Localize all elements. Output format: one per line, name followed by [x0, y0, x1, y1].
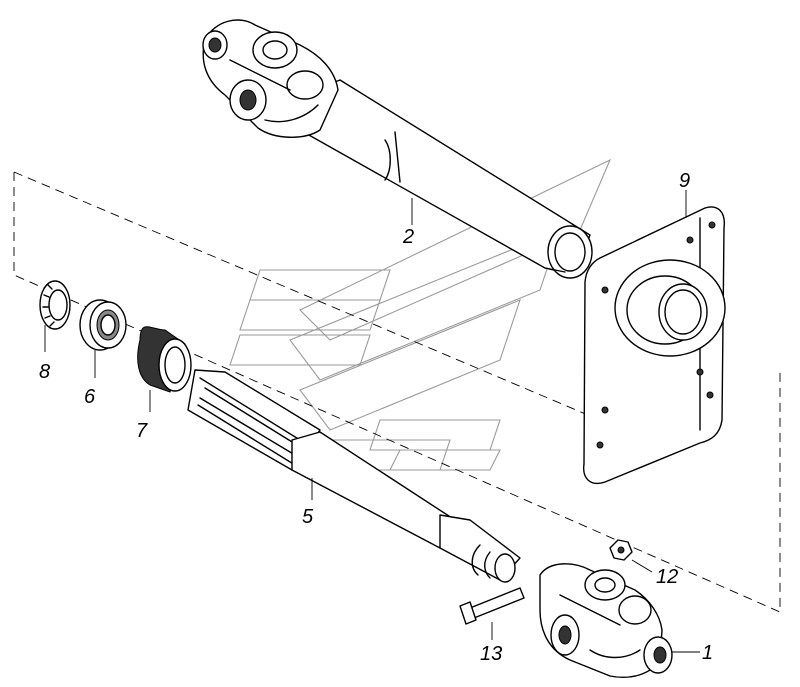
part-7-lock-washer: [39, 280, 71, 330]
callout-13: 13: [480, 643, 502, 665]
part-2-intermediate-shaft: [202, 19, 593, 279]
callout-9: 9: [679, 170, 690, 192]
callout-2: 2: [402, 226, 414, 248]
callout-12: 12: [656, 566, 678, 588]
assembly-boundary-dashed: [13, 172, 781, 613]
callout-labels: 2 9 8 6 7 5 12 13 1: [39, 170, 713, 665]
callout-5: 5: [302, 506, 314, 528]
leader-lines: [44, 190, 700, 653]
part-12-nut: [609, 539, 633, 561]
part-1-cardan-joint: [539, 563, 673, 678]
callout-8: 7: [136, 420, 148, 442]
part-9-flange-plate: [583, 206, 726, 484]
part-8-sleeve: [137, 326, 192, 393]
dashed-line-upper: [13, 171, 596, 419]
callout-1: 1: [702, 642, 713, 664]
part-13-bolt: [459, 587, 525, 625]
part-5-splined-shaft: [187, 369, 521, 583]
part-6-seal: [79, 299, 127, 351]
callout-6: 6: [84, 386, 96, 408]
callout-7: 8: [39, 361, 50, 383]
